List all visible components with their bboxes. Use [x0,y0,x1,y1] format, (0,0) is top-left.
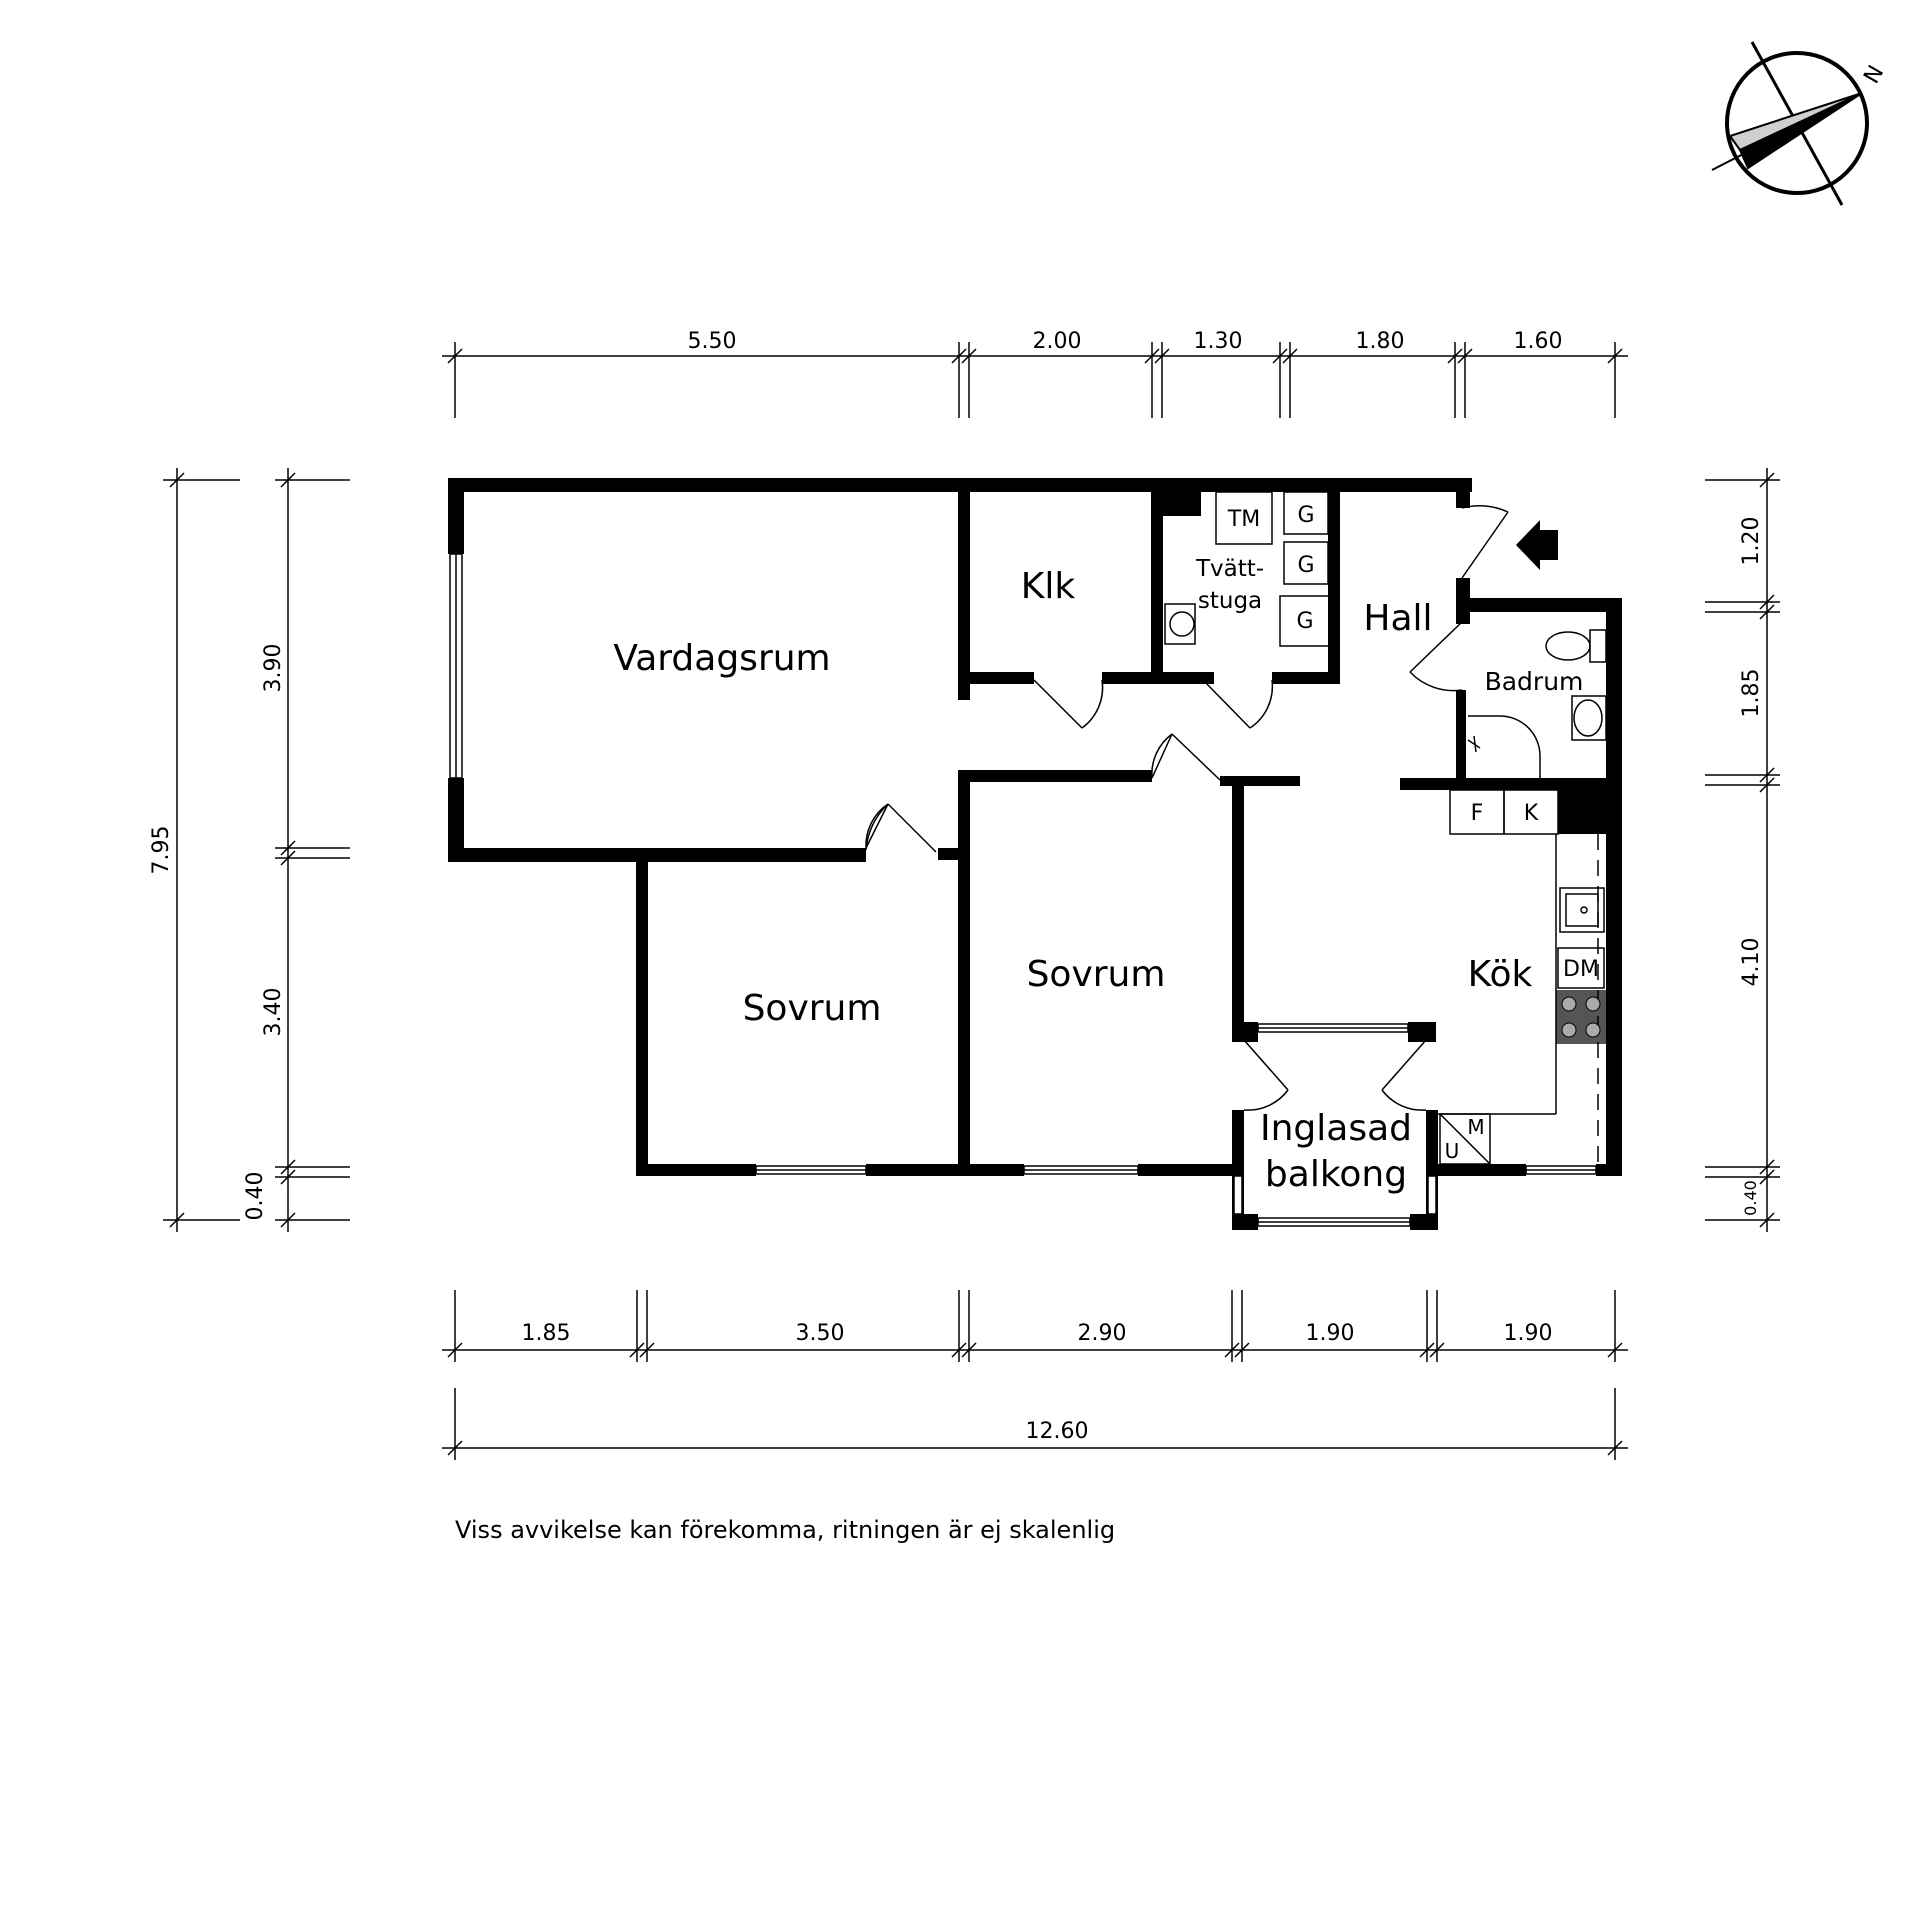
fixture-dm: DM [1563,957,1599,982]
fixtures: TM G G G F K [1164,491,1607,1165]
shower-icon [1467,715,1541,778]
room-balkong-2: balkong [1265,1154,1407,1195]
room-vardagsrum: Vardagsrum [613,638,830,679]
dim-top-2: 2.00 [1033,329,1082,354]
fixture-g2: G [1297,553,1314,578]
fixture-k: K [1524,801,1539,826]
room-tvattstuga-2: stuga [1198,588,1262,614]
dim-top-1: 5.50 [688,329,737,354]
room-hall: Hall [1363,598,1432,639]
left-dimension-line: 7.95 3.90 3.40 0.40 [149,468,350,1232]
dim-bottom-4: 1.90 [1306,1321,1355,1346]
room-badrum: Badrum [1485,667,1584,696]
entrance-arrow-icon [1516,520,1558,570]
stove-icon [1561,996,1601,1038]
dim-bottom-5: 1.90 [1504,1321,1553,1346]
fixture-f: F [1471,801,1484,826]
room-klk: Klk [1021,566,1076,607]
dim-right-3: 4.10 [1739,938,1764,987]
bath-sink-icon [1571,695,1607,741]
dim-top-5: 1.60 [1514,329,1563,354]
room-tvattstuga-1: Tvätt- [1195,556,1264,582]
kitchen-sink-icon [1559,887,1605,933]
room-sovrum-mid: Sovrum [1027,954,1166,995]
fixture-g1: G [1297,503,1314,528]
compass-north-label: N [1859,61,1889,88]
dim-left-1: 3.90 [261,644,286,693]
dim-bottom-3: 2.90 [1078,1321,1127,1346]
dim-top-3: 1.30 [1194,329,1243,354]
dim-bottom-2: 3.50 [796,1321,845,1346]
room-sovrum-left: Sovrum [743,988,882,1029]
dim-top-4: 1.80 [1356,329,1405,354]
fixture-tm: TM [1227,507,1260,532]
room-kok: Kök [1468,954,1533,995]
windows [449,553,1597,1227]
laundry-sink-icon [1164,603,1196,645]
right-dimension-line: 1.20 1.85 4.10 0.40 [1705,468,1780,1232]
dim-bottom-total: 12.60 [1026,1419,1089,1444]
toilet-icon [1545,629,1607,663]
top-dimension-line: 5.50 2.00 1.30 1.80 1.60 [442,329,1628,418]
dim-left-3: 0.40 [243,1172,268,1221]
dim-left-2: 3.40 [261,988,286,1037]
fixture-m: M [1467,1115,1484,1139]
compass-icon: N [1711,41,1889,206]
fixture-u: U [1445,1139,1460,1163]
dim-left-total: 7.95 [149,826,174,875]
bottom-dimension-line: 1.85 3.50 2.90 1.90 1.90 12.60 [442,1290,1628,1460]
fixture-g3: G [1296,609,1313,634]
doors [865,505,1509,1111]
disclaimer-text: Viss avvikelse kan förekomma, ritningen … [455,1516,1115,1544]
dim-right-2: 1.85 [1739,669,1764,718]
dim-right-1: 1.20 [1739,517,1764,566]
dim-right-4: 0.40 [1741,1180,1760,1216]
room-balkong-1: Inglasad [1260,1108,1412,1149]
dim-bottom-1: 1.85 [522,1321,571,1346]
